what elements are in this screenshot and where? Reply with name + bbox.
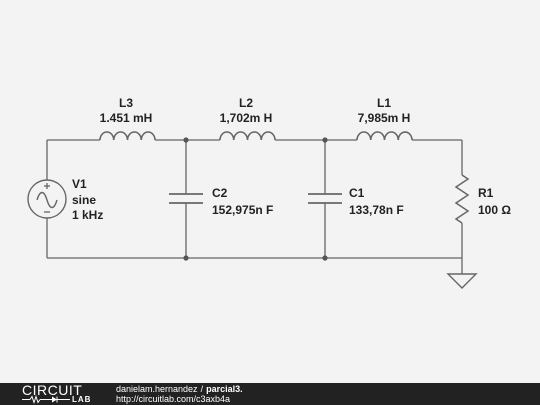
capacitor-c2[interactable] [169, 140, 203, 258]
logo-circuit-mark-icon [22, 395, 70, 404]
resistor-r1[interactable] [454, 140, 470, 258]
logo-text-lab: LAB [72, 395, 92, 404]
l3-value-label: 1.451 mH [100, 111, 153, 125]
inductor-l3[interactable] [99, 131, 156, 141]
r1-value-label: 100 Ω [478, 203, 511, 217]
inductor-l1[interactable] [356, 131, 413, 141]
footer-bar: CIRCUIT LAB danielam.hernandez/parcial3.… [0, 383, 540, 405]
c2-value-label: 152,975n F [212, 203, 273, 217]
circuitlab-logo[interactable]: CIRCUIT LAB [0, 383, 110, 405]
project-name[interactable]: parcial3. [206, 384, 243, 394]
junction-dots [183, 137, 328, 261]
l1-value-label: 7,985m H [358, 111, 411, 125]
r1-name-label: R1 [478, 186, 494, 200]
source-v1[interactable] [27, 140, 67, 258]
v1-name-label: V1 [72, 177, 87, 191]
author-separator: / [200, 384, 204, 394]
c1-name-label: C1 [349, 186, 365, 200]
c1-value-label: 133,78n F [349, 203, 404, 217]
l2-value-label: 1,702m H [220, 111, 273, 125]
v1-freq-label: 1 kHz [72, 208, 103, 222]
author-line: danielam.hernandez/parcial3. [116, 384, 243, 394]
l3-name-label: L3 [119, 96, 133, 110]
c2-name-label: C2 [212, 186, 228, 200]
l1-name-label: L1 [377, 96, 391, 110]
schematic-canvas: L3 1.451 mH L2 1,702m H L1 7,985m H C2 1… [27, 96, 511, 289]
author-link[interactable]: danielam.hernandez [116, 384, 198, 394]
inductor-l2[interactable] [219, 131, 276, 141]
ground-symbol [446, 258, 478, 289]
capacitor-c1[interactable] [308, 140, 342, 258]
l2-name-label: L2 [239, 96, 253, 110]
circuit-url-link[interactable]: http://circuitlab.com/c3axb4a [116, 394, 231, 404]
logo-text-circuit: CIRCUIT [22, 382, 83, 398]
v1-type-label: sine [72, 193, 96, 207]
